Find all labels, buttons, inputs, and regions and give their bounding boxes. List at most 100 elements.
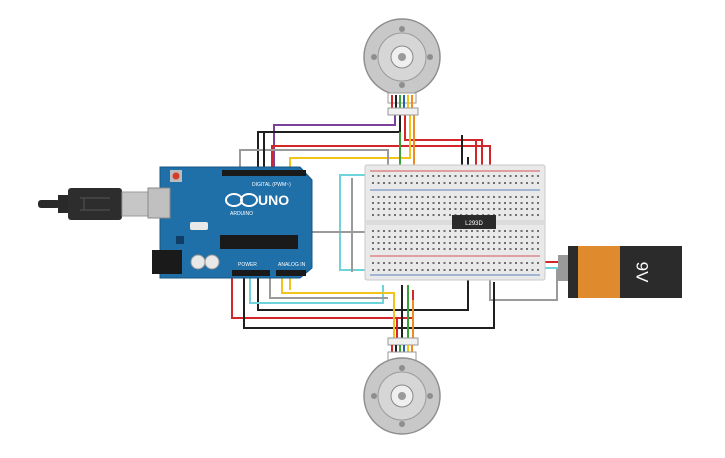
breadboard-hole[interactable] bbox=[526, 248, 528, 250]
breadboard-hole[interactable] bbox=[410, 175, 413, 177]
breadboard-hole[interactable] bbox=[526, 202, 528, 204]
breadboard-hole[interactable] bbox=[454, 242, 457, 244]
breadboard-hole[interactable] bbox=[427, 248, 429, 250]
breadboard-hole[interactable] bbox=[493, 236, 495, 238]
breadboard-hole[interactable] bbox=[504, 242, 506, 244]
breadboard-hole[interactable] bbox=[526, 182, 528, 184]
breadboard-hole[interactable] bbox=[520, 269, 523, 271]
breadboard-hole[interactable] bbox=[487, 236, 490, 238]
breadboard-hole[interactable] bbox=[515, 262, 517, 264]
breadboard-hole[interactable] bbox=[504, 202, 506, 204]
breadboard-hole[interactable] bbox=[410, 230, 413, 232]
breadboard-hole[interactable] bbox=[377, 262, 380, 264]
breadboard-hole[interactable] bbox=[438, 269, 440, 271]
breadboard-hole[interactable] bbox=[537, 182, 539, 184]
breadboard-hole[interactable] bbox=[498, 208, 501, 210]
breadboard-hole[interactable] bbox=[504, 236, 506, 238]
breadboard-hole[interactable] bbox=[438, 182, 440, 184]
breadboard-hole[interactable] bbox=[487, 196, 490, 198]
breadboard-hole[interactable] bbox=[454, 208, 457, 210]
breadboard-hole[interactable] bbox=[493, 208, 495, 210]
breadboard-hole[interactable] bbox=[531, 262, 534, 264]
breadboard-hole[interactable] bbox=[438, 230, 440, 232]
breadboard-hole[interactable] bbox=[399, 269, 402, 271]
breadboard-hole[interactable] bbox=[493, 196, 495, 198]
breadboard-hole[interactable] bbox=[410, 202, 413, 204]
breadboard-hole[interactable] bbox=[520, 196, 523, 198]
breadboard-hole[interactable] bbox=[487, 269, 490, 271]
breadboard-hole[interactable] bbox=[410, 248, 413, 250]
breadboard-hole[interactable] bbox=[454, 175, 457, 177]
breadboard-hole[interactable] bbox=[377, 269, 380, 271]
breadboard-hole[interactable] bbox=[537, 214, 539, 216]
breadboard-hole[interactable] bbox=[438, 248, 440, 250]
battery-9v[interactable]: 9V bbox=[558, 246, 682, 298]
breadboard-hole[interactable] bbox=[432, 242, 435, 244]
motor-bottom[interactable] bbox=[363, 337, 441, 435]
breadboard-hole[interactable] bbox=[454, 269, 457, 271]
breadboard-hole[interactable] bbox=[443, 175, 446, 177]
breadboard-hole[interactable] bbox=[454, 202, 457, 204]
breadboard-hole[interactable] bbox=[471, 236, 473, 238]
breadboard-hole[interactable] bbox=[394, 214, 396, 216]
breadboard-hole[interactable] bbox=[443, 208, 446, 210]
breadboard-hole[interactable] bbox=[427, 182, 429, 184]
breadboard-hole[interactable] bbox=[509, 242, 512, 244]
breadboard-hole[interactable] bbox=[377, 202, 380, 204]
breadboard-hole[interactable] bbox=[377, 196, 380, 198]
breadboard-hole[interactable] bbox=[509, 214, 512, 216]
breadboard-hole[interactable] bbox=[526, 230, 528, 232]
breadboard-hole[interactable] bbox=[421, 214, 424, 216]
breadboard-hole[interactable] bbox=[476, 208, 479, 210]
breadboard-hole[interactable] bbox=[410, 208, 413, 210]
breadboard-hole[interactable] bbox=[388, 236, 391, 238]
breadboard-hole[interactable] bbox=[449, 262, 451, 264]
breadboard-hole[interactable] bbox=[482, 262, 484, 264]
breadboard-hole[interactable] bbox=[531, 269, 534, 271]
breadboard-hole[interactable] bbox=[531, 230, 534, 232]
breadboard-hole[interactable] bbox=[520, 248, 523, 250]
breadboard-hole[interactable] bbox=[410, 269, 413, 271]
breadboard-hole[interactable] bbox=[421, 202, 424, 204]
breadboard-hole[interactable] bbox=[377, 230, 380, 232]
breadboard-hole[interactable] bbox=[515, 269, 517, 271]
breadboard-hole[interactable] bbox=[432, 196, 435, 198]
breadboard-hole[interactable] bbox=[449, 208, 451, 210]
breadboard-hole[interactable] bbox=[520, 262, 523, 264]
breadboard-hole[interactable] bbox=[438, 208, 440, 210]
breadboard-hole[interactable] bbox=[443, 236, 446, 238]
breadboard-hole[interactable] bbox=[421, 236, 424, 238]
breadboard-hole[interactable] bbox=[454, 248, 457, 250]
breadboard-hole[interactable] bbox=[443, 230, 446, 232]
breadboard-hole[interactable] bbox=[515, 242, 517, 244]
breadboard-hole[interactable] bbox=[482, 202, 484, 204]
breadboard-hole[interactable] bbox=[388, 202, 391, 204]
breadboard-hole[interactable] bbox=[394, 262, 396, 264]
breadboard-hole[interactable] bbox=[416, 214, 418, 216]
breadboard-hole[interactable] bbox=[388, 269, 391, 271]
breadboard-hole[interactable] bbox=[438, 242, 440, 244]
breadboard-hole[interactable] bbox=[449, 202, 451, 204]
breadboard-hole[interactable] bbox=[476, 248, 479, 250]
breadboard-hole[interactable] bbox=[465, 182, 468, 184]
breadboard-hole[interactable] bbox=[487, 202, 490, 204]
breadboard-hole[interactable] bbox=[377, 175, 380, 177]
breadboard-hole[interactable] bbox=[383, 182, 385, 184]
breadboard-hole[interactable] bbox=[531, 248, 534, 250]
breadboard-hole[interactable] bbox=[427, 196, 429, 198]
breadboard-hole[interactable] bbox=[443, 214, 446, 216]
breadboard-hole[interactable] bbox=[531, 236, 534, 238]
breadboard-hole[interactable] bbox=[432, 182, 435, 184]
motor-top[interactable] bbox=[363, 18, 441, 116]
wire-black[interactable] bbox=[243, 260, 495, 329]
breadboard-hole[interactable] bbox=[399, 236, 402, 238]
breadboard-hole[interactable] bbox=[487, 182, 490, 184]
breadboard-hole[interactable] bbox=[476, 175, 479, 177]
breadboard-hole[interactable] bbox=[515, 196, 517, 198]
breadboard-hole[interactable] bbox=[465, 202, 468, 204]
breadboard-hole[interactable] bbox=[405, 242, 407, 244]
breadboard-hole[interactable] bbox=[383, 230, 385, 232]
breadboard-hole[interactable] bbox=[438, 175, 440, 177]
breadboard-hole[interactable] bbox=[443, 262, 446, 264]
breadboard-hole[interactable] bbox=[432, 214, 435, 216]
